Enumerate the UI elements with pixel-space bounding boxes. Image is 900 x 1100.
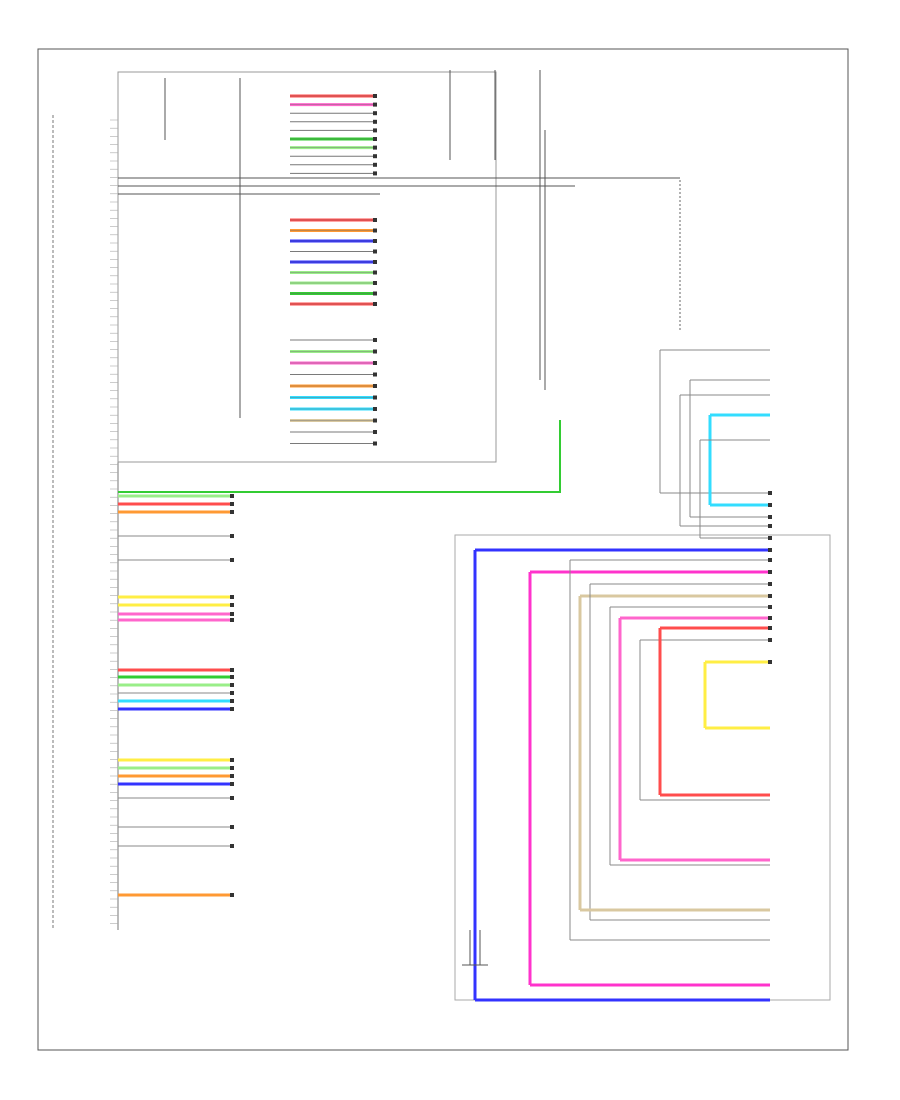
left-wire-terminal: [230, 675, 234, 679]
left-wire-terminal: [230, 618, 234, 622]
lower-terminal: [373, 338, 377, 342]
left-wire-terminal: [230, 782, 234, 786]
right-conn-terminal: [768, 524, 772, 528]
left-wire-terminal: [230, 510, 234, 514]
left-wire-terminal: [230, 844, 234, 848]
mid-terminal: [373, 302, 377, 306]
lower-terminal: [373, 361, 377, 365]
green-feed-wire: [118, 420, 561, 493]
lower-terminal: [373, 430, 377, 434]
upper-terminal: [373, 94, 377, 98]
upper-terminal: [373, 171, 377, 176]
upper-terminal: [373, 111, 377, 116]
left-wire-terminal: [230, 707, 234, 711]
mid-terminal: [373, 281, 377, 285]
mid-terminal: [373, 239, 377, 243]
diagram-frame: [37, 48, 849, 1051]
mid-terminal: [373, 228, 377, 233]
lower-terminal: [373, 418, 377, 423]
right-conn-terminal: [768, 548, 772, 552]
right-connector-box: [454, 534, 831, 1001]
right-conn-terminal: [768, 605, 772, 609]
right-conn-terminal: [768, 638, 772, 642]
left-wire-terminal: [230, 683, 234, 687]
left-wire-terminal: [230, 494, 234, 498]
left-wire-terminal: [230, 595, 234, 599]
mid-terminal: [373, 260, 377, 264]
lower-terminal: [373, 395, 377, 400]
left-wire-terminal: [230, 603, 234, 607]
right-conn-terminal: [768, 503, 772, 507]
left-wire-terminal: [230, 691, 234, 695]
lower-terminal: [373, 407, 377, 411]
right-conn-terminal: [768, 660, 772, 664]
left-wire-terminal: [230, 668, 234, 672]
left-wire-terminal: [230, 796, 234, 800]
upper-terminal: [373, 154, 377, 159]
upper-terminal: [373, 128, 377, 133]
right-conn-terminal: [768, 594, 772, 598]
lower-terminal: [373, 441, 377, 446]
right-conn-terminal: [768, 626, 772, 630]
left-wire-terminal: [230, 774, 234, 778]
right-conn-terminal: [768, 570, 772, 574]
right-conn-terminal: [768, 536, 772, 540]
left-wire-terminal: [230, 766, 234, 770]
mid-terminal: [373, 291, 377, 296]
left-wire-terminal: [230, 502, 234, 506]
left-wire-terminal: [230, 699, 234, 703]
upper-terminal: [373, 137, 377, 141]
upper-terminal: [373, 145, 377, 150]
left-wire-terminal: [230, 558, 234, 562]
mid-terminal: [373, 270, 377, 275]
left-wire-terminal: [230, 534, 234, 538]
left-wire-terminal: [230, 893, 234, 897]
right-conn-terminal: [768, 515, 772, 519]
left-wire-terminal: [230, 612, 234, 616]
lower-terminal: [373, 372, 377, 377]
right-conn-terminal: [768, 616, 772, 620]
left-wire-terminal: [230, 825, 234, 829]
ground-symbol-bottom: [462, 930, 488, 966]
mid-terminal: [373, 249, 377, 254]
mid-terminal: [373, 218, 377, 222]
lower-terminal: [373, 384, 377, 388]
upper-terminal: [373, 119, 377, 124]
upper-terminal: [373, 162, 377, 167]
right-conn-terminal: [768, 558, 772, 562]
right-conn-terminal: [768, 582, 772, 586]
left-wire-terminal: [230, 758, 234, 762]
right-conn-terminal: [768, 491, 772, 495]
upper-harness-box: [117, 71, 497, 463]
upper-terminal: [373, 102, 377, 107]
lower-terminal: [373, 349, 377, 354]
